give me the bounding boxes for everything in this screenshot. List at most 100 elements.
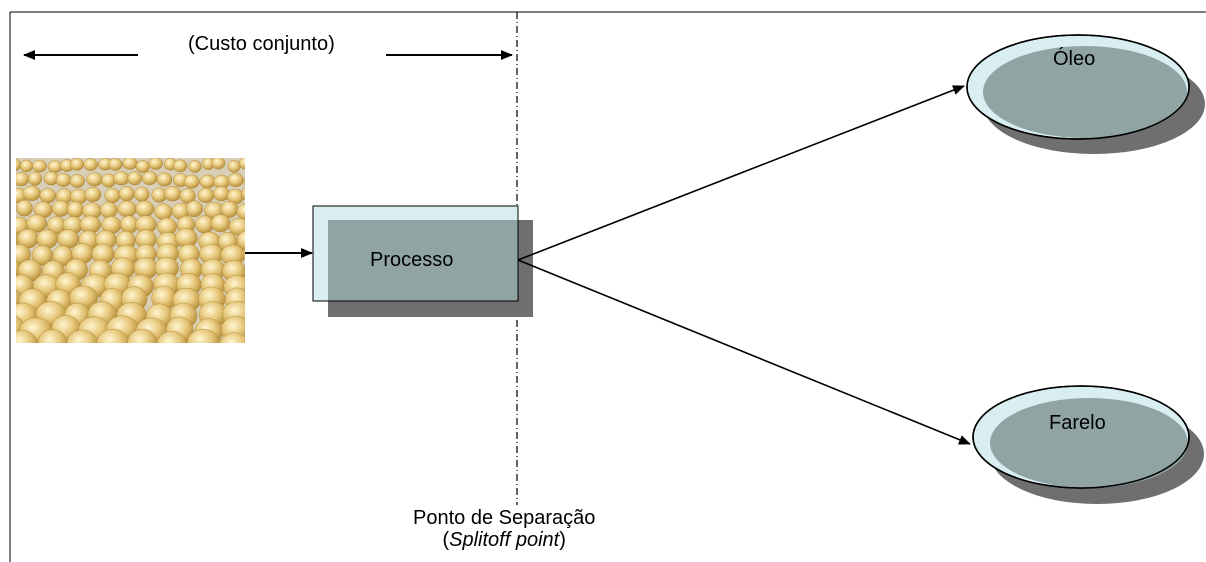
soybean — [188, 160, 202, 173]
soybean — [66, 201, 84, 218]
soybean — [148, 158, 163, 170]
oil-ellipse — [966, 34, 1205, 154]
soybean — [152, 144, 164, 155]
soybean — [83, 158, 98, 171]
soybean — [1, 172, 16, 186]
soybean — [23, 146, 35, 157]
soybean — [243, 177, 245, 186]
soybean — [69, 173, 85, 188]
soybean — [58, 145, 69, 156]
soybean — [172, 159, 188, 173]
soybean — [218, 145, 230, 156]
soybean — [117, 200, 137, 218]
soybean — [187, 328, 220, 343]
soybean — [139, 144, 150, 155]
soybean — [134, 186, 150, 202]
soybean — [219, 332, 245, 343]
meal-label: Farelo — [1049, 412, 1106, 434]
soybean — [197, 143, 208, 154]
soybean — [55, 172, 72, 187]
splitoff-label-en-text: Splitoff point — [449, 529, 560, 551]
soybean — [163, 186, 182, 202]
soybean — [26, 214, 47, 233]
soybean — [28, 171, 43, 186]
soybean — [79, 146, 92, 157]
soybean — [175, 145, 186, 156]
soybean — [227, 160, 241, 173]
splitoff-paren-open: ( — [442, 529, 450, 551]
joint-cost-label: (Custo conjunto) — [188, 33, 335, 55]
soybean — [141, 171, 158, 186]
meal-ellipse — [972, 385, 1204, 504]
soybean — [243, 248, 245, 260]
arrow-to-meal — [517, 259, 971, 445]
soybean — [197, 187, 215, 204]
soybean — [16, 199, 33, 217]
arrow-to-oil — [517, 85, 965, 261]
soybean — [183, 174, 200, 189]
splitoff-paren-close: ) — [559, 529, 566, 551]
soybean — [86, 172, 103, 187]
soybean — [39, 188, 57, 204]
soybean — [241, 144, 254, 155]
soybean — [210, 214, 231, 233]
soybean — [96, 329, 130, 343]
soybean — [113, 171, 130, 186]
soybean — [36, 144, 49, 155]
soybean — [227, 172, 244, 187]
soybean — [66, 329, 99, 343]
soybean — [122, 158, 138, 170]
soybean — [199, 174, 216, 189]
soybean — [32, 159, 47, 173]
soybean — [238, 158, 245, 170]
soybean — [20, 159, 34, 173]
soybean — [179, 188, 196, 204]
soybean — [84, 186, 102, 203]
soybean — [160, 146, 171, 157]
soybean — [91, 144, 104, 155]
soybean — [16, 330, 38, 343]
process-label: Processo — [370, 249, 454, 271]
oil-label: Óleo — [1053, 48, 1096, 70]
soybean — [99, 201, 118, 219]
soybean — [48, 143, 60, 154]
soybeans-image — [1, 143, 254, 343]
splitoff-label: Ponto de Separação (Splitoff point) — [413, 507, 595, 551]
soybean — [185, 200, 203, 218]
soybean — [16, 207, 17, 212]
soybean — [71, 145, 82, 156]
soybean — [70, 158, 84, 171]
soybean — [16, 233, 19, 247]
soybean — [16, 172, 30, 187]
soybean — [127, 171, 142, 186]
soybean — [117, 144, 128, 155]
soybean — [103, 144, 115, 155]
soybean — [154, 203, 173, 221]
soybean — [12, 144, 24, 155]
soybean — [130, 144, 141, 155]
soybean — [208, 143, 219, 154]
soybean — [213, 186, 230, 202]
soybean — [3, 145, 14, 156]
soybean — [185, 144, 198, 155]
soybean — [156, 172, 173, 187]
soybean — [37, 329, 68, 343]
splitoff-label-en: (Splitoff point) — [413, 529, 595, 551]
soybean — [108, 158, 123, 171]
soybean — [135, 160, 150, 173]
soybean — [236, 203, 245, 220]
soybean — [22, 185, 41, 201]
soybean — [241, 187, 245, 200]
splitoff-label-pt: Ponto de Separação — [413, 507, 596, 529]
soybean — [236, 230, 245, 251]
soybean — [232, 144, 244, 155]
soybean — [104, 188, 121, 204]
soybean — [211, 158, 226, 170]
process-box — [312, 205, 533, 317]
soybean — [118, 186, 135, 202]
soybean — [156, 331, 187, 343]
soybean — [135, 200, 155, 218]
soybean — [228, 217, 245, 236]
soybean — [127, 328, 158, 343]
